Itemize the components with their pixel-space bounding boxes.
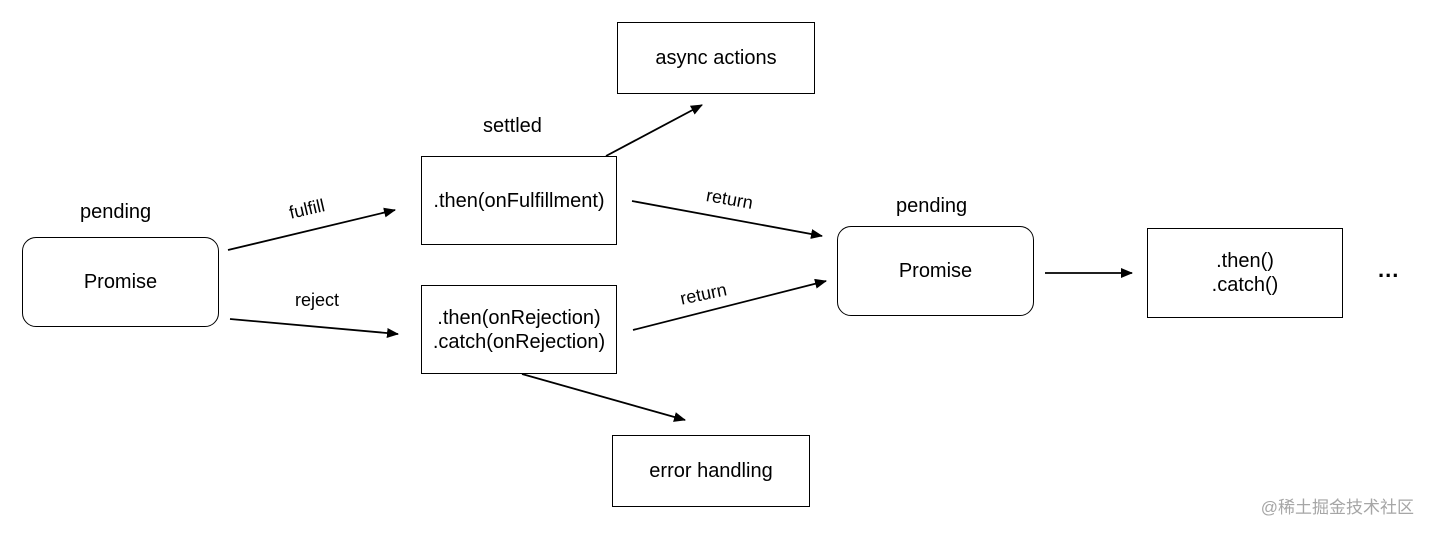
async-actions-node: async actions [617,22,815,94]
promise-node-1-label: Promise [83,271,158,293]
continuation-ellipsis: ... [1378,257,1400,282]
reject-edge-label: reject [295,290,340,310]
error-handling-arrow [521,373,686,422]
watermark: @稀土掘金技术社区 [1260,498,1414,517]
settled-label: settled [483,115,542,137]
rejection-node: .then(onRejection) .catch(onRejection) [421,285,617,374]
promise-node-2: Promise [837,226,1034,316]
then-fulfillment-label: .then(onFulfillment) [433,189,605,212]
promise-node-2-label: Promise [898,260,973,282]
return-bottom-arrow [632,278,827,331]
pending-label-1: pending [80,201,152,223]
pending-label-2: pending [896,195,968,217]
chain-line-2: .catch() [1211,274,1279,296]
chain-node: .then() .catch() [1147,228,1343,318]
rejection-line-2: .catch(onRejection) [432,330,606,353]
then-fulfillment-node: .then(onFulfillment) [421,156,617,245]
reject-arrow [229,318,399,339]
promise-node-1: Promise [22,237,219,327]
rejection-line-1: .then(onRejection) [437,306,601,329]
fulfill-arrow [227,207,396,251]
async-actions-arrow [605,104,703,157]
error-handling-node: error handling [612,435,810,507]
return-top-arrow [631,200,823,239]
error-handling-label: error handling [649,460,773,482]
chain-line-1: .then() [1216,250,1274,272]
async-actions-label: async actions [655,47,777,69]
